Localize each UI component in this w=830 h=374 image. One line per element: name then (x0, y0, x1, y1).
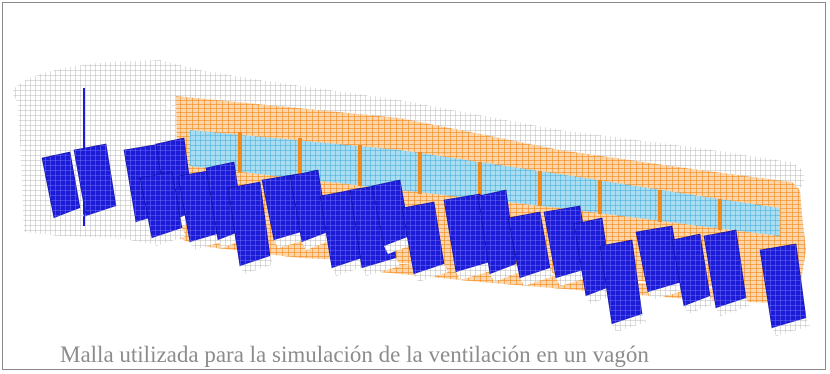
seats-group (41, 137, 810, 336)
seat-base (54, 208, 84, 226)
seat-base (332, 258, 366, 276)
seat-base (152, 228, 186, 246)
seat-base (648, 282, 686, 300)
seat-base (302, 232, 332, 250)
seat-base (240, 256, 274, 274)
seat-base (772, 318, 810, 336)
wagon-windows (190, 130, 780, 236)
seat-base (414, 264, 448, 282)
seat-base (612, 314, 646, 332)
figure-caption: Malla utilizada para la simulación de la… (60, 342, 649, 367)
seat-base (490, 264, 520, 282)
seat-base (684, 296, 714, 314)
seat-base (520, 268, 554, 286)
seat-base (456, 262, 494, 280)
seat-base (86, 206, 120, 224)
seat-base (716, 298, 750, 316)
seat-base (384, 236, 414, 254)
seat-base (362, 258, 400, 276)
